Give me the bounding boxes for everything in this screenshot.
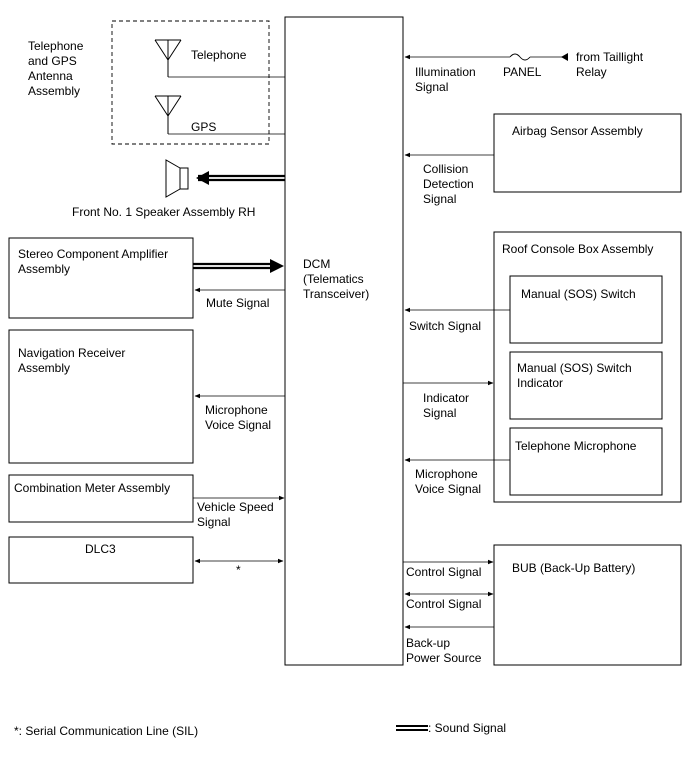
dcm-box: [284, 16, 404, 666]
taillight-source-line-2: Relay: [576, 65, 607, 79]
antenna-assembly-label-2: and GPS: [28, 54, 77, 68]
indicator-signal-line-2: Signal: [423, 406, 456, 420]
illumination-signal-line-1: Illumination: [415, 65, 476, 79]
serial-line-note: *: Serial Communication Line (SIL): [14, 724, 198, 738]
sos-indicator-box: [509, 351, 663, 420]
taillight-source-line-1: from Taillight: [576, 50, 644, 64]
antenna-assembly-label-4: Assembly: [28, 84, 80, 98]
roof-microphone-signal-line-2: Voice Signal: [415, 482, 481, 496]
backup-power-line-2: Power Source: [406, 651, 482, 665]
antenna-dashed-enclosure: [111, 20, 270, 145]
backup-power-line-1: Back-up: [406, 636, 450, 650]
bub-label: BUB (Back-Up Battery): [512, 561, 635, 575]
roof-console-label: Roof Console Box Assembly: [502, 242, 653, 256]
collision-signal-line-3: Signal: [423, 192, 456, 206]
sos-switch-label: Manual (SOS) Switch: [521, 287, 636, 301]
speaker-icon: [165, 159, 189, 198]
telephone-antenna-icon: [154, 39, 182, 77]
telephone-microphone-label: Telephone Microphone: [515, 439, 637, 453]
nav-microphone-signal-line-1: Microphone: [205, 403, 268, 417]
sound-signal-legend-symbol: [396, 725, 428, 731]
sos-indicator-label-line-1: Manual (SOS) Switch: [517, 361, 632, 375]
dlc3-serial-marker: *: [236, 563, 241, 577]
navigation-label-line-1: Navigation Receiver: [18, 346, 125, 360]
dlc3-box: [8, 536, 194, 584]
dcm-label-line-2: (Telematics: [303, 272, 364, 286]
dlc3-label: DLC3: [85, 542, 116, 556]
sound-signal-legend-label: : Sound Signal: [428, 721, 506, 735]
taillight-arrow-head: [561, 53, 568, 61]
speaker-sound-arrow: [196, 171, 285, 185]
control-signal-1-label: Control Signal: [406, 565, 481, 579]
collision-signal-line-1: Collision: [423, 162, 468, 176]
antenna-assembly-label-1: Telephone: [28, 39, 84, 53]
combination-meter-label: Combination Meter Assembly: [14, 481, 170, 495]
telephone-microphone-box: [509, 427, 663, 496]
roof-microphone-signal-line-1: Microphone: [415, 467, 478, 481]
indicator-signal-line-1: Indicator: [423, 391, 469, 405]
dcm-label-line-1: DCM: [303, 257, 330, 271]
airbag-sensor-label: Airbag Sensor Assembly: [512, 124, 643, 138]
airbag-sensor-box: [493, 113, 682, 193]
panel-fuse-icon: [509, 53, 531, 61]
illumination-signal-line-2: Signal: [415, 80, 448, 94]
amplifier-label-line-1: Stereo Component Amplifier: [18, 247, 168, 261]
bub-box: [493, 544, 682, 666]
control-signal-2-label: Control Signal: [406, 597, 481, 611]
dcm-label-line-3: Transceiver): [303, 287, 369, 301]
vehicle-speed-signal-line-2: Signal: [197, 515, 230, 529]
gps-antenna-label: GPS: [191, 120, 216, 134]
amplifier-sound-arrow: [193, 259, 284, 273]
mute-signal-label: Mute Signal: [206, 296, 269, 310]
gps-antenna-icon: [154, 95, 182, 134]
sos-indicator-label-line-2: Indicator: [517, 376, 563, 390]
navigation-label-line-2: Assembly: [18, 361, 70, 375]
antenna-assembly-label-3: Antenna: [28, 69, 73, 83]
sos-switch-box: [509, 275, 663, 344]
combination-meter-box: [8, 474, 194, 523]
nav-microphone-signal-line-2: Voice Signal: [205, 418, 271, 432]
vehicle-speed-signal-line-1: Vehicle Speed: [197, 500, 274, 514]
navigation-box: [8, 329, 194, 464]
switch-signal-label: Switch Signal: [409, 319, 481, 333]
amplifier-box: [8, 237, 194, 319]
collision-signal-line-2: Detection: [423, 177, 474, 191]
amplifier-label-line-2: Assembly: [18, 262, 70, 276]
telephone-antenna-label: Telephone: [191, 48, 247, 62]
panel-fuse-label: PANEL: [503, 65, 542, 79]
speaker-label: Front No. 1 Speaker Assembly RH: [72, 205, 255, 219]
